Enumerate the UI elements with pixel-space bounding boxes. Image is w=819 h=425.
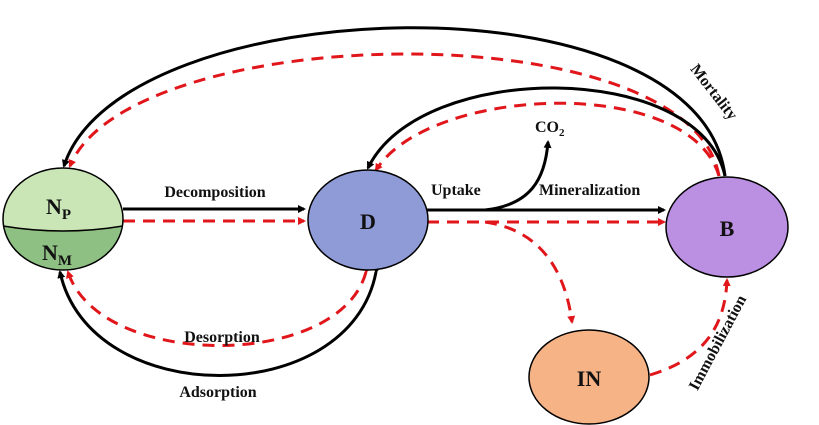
label-co2: CO2 [535, 119, 565, 139]
co2-arrow [484, 140, 552, 212]
node-in-label: IN [577, 366, 602, 391]
node-d-label: D [360, 209, 376, 234]
label-desorption: Desorption [184, 329, 260, 346]
label-mineralization: Mineralization [539, 182, 640, 199]
label-decomposition: Decomposition [164, 184, 265, 201]
node-b-label: B [720, 216, 735, 241]
adsorption-arrow-solid [57, 265, 382, 377]
immobilization-arrow-dashed [649, 278, 731, 377]
label-uptake: Uptake [431, 182, 481, 199]
label-immobilization: Immobilization [686, 293, 750, 394]
label-adsorption: Adsorption [179, 384, 256, 401]
node-np-label: NP [46, 194, 71, 223]
b-to-d-arrow-dashed [374, 101, 721, 177]
node-n: NP NM [2, 167, 124, 271]
desorption-arrow-dashed [66, 265, 372, 347]
mortality-arrow-dashed [68, 52, 721, 177]
node-nm-label: NM [42, 240, 72, 269]
node-in: IN [528, 329, 650, 425]
mortality-arrow-solid [62, 26, 727, 177]
b-to-d-arrow-solid [366, 86, 727, 177]
node-d: D [307, 169, 429, 271]
node-b: B [665, 176, 789, 278]
d-to-in-arrow-dashed [484, 220, 576, 324]
